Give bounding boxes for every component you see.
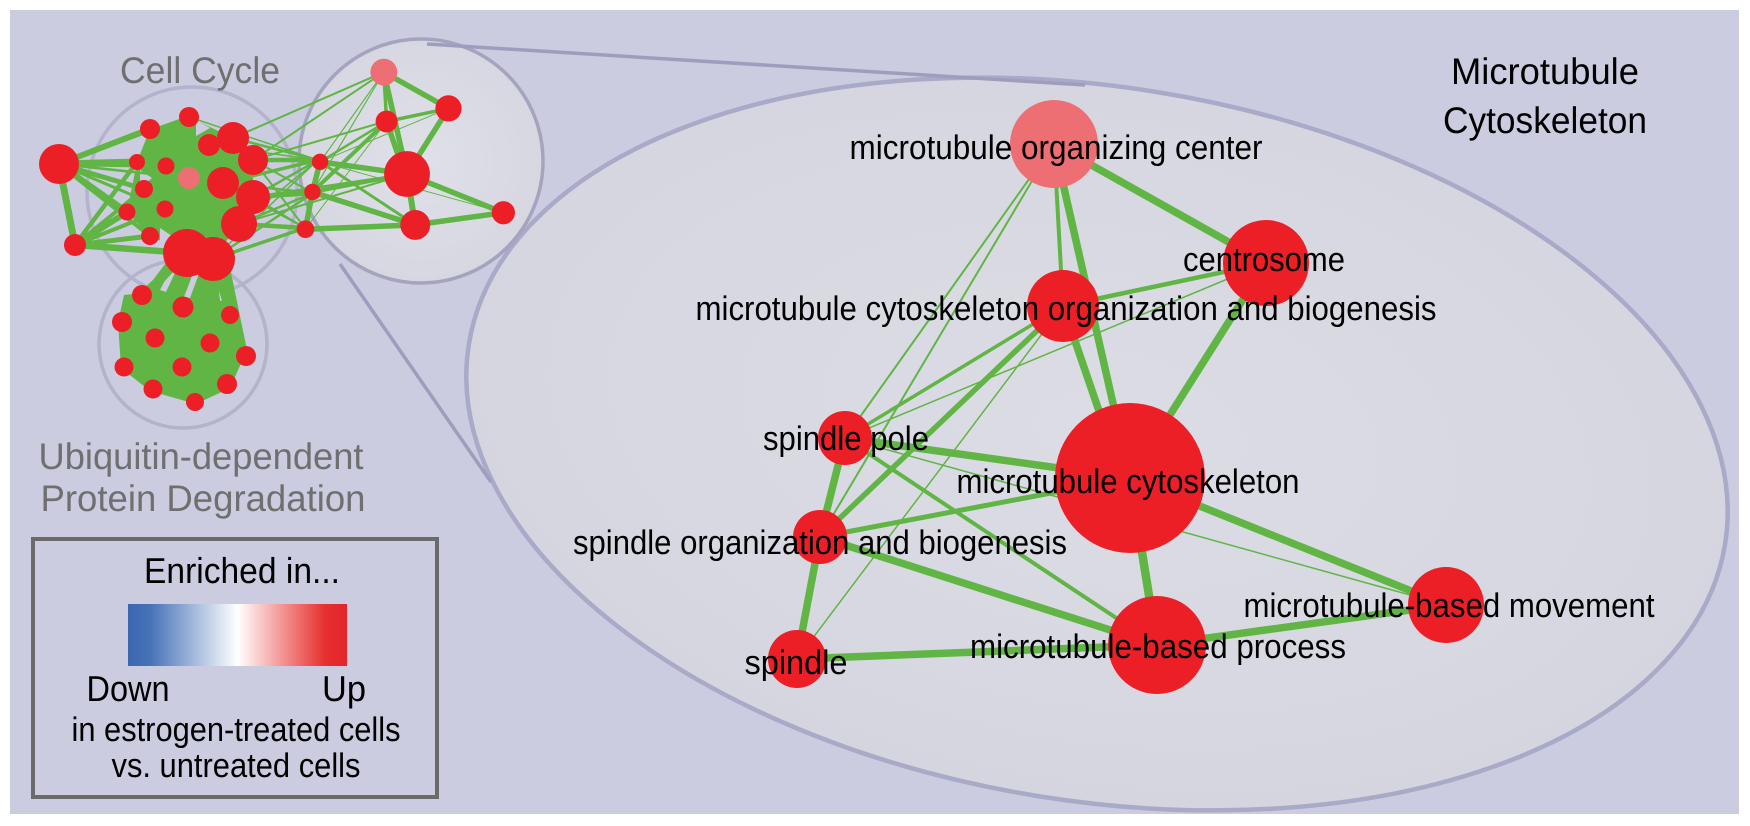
svg-text:microtubule-based process: microtubule-based process bbox=[970, 628, 1346, 666]
svg-text:centrosome: centrosome bbox=[1183, 241, 1345, 279]
svg-text:Protein Degradation: Protein Degradation bbox=[41, 478, 366, 519]
svg-text:Enriched in...: Enriched in... bbox=[144, 550, 340, 591]
svg-text:microtubule cytoskeleton organ: microtubule cytoskeleton organization an… bbox=[696, 290, 1437, 328]
svg-text:vs. untreated cells: vs. untreated cells bbox=[112, 747, 361, 785]
svg-text:Ubiquitin-dependent: Ubiquitin-dependent bbox=[39, 436, 365, 477]
svg-text:Down: Down bbox=[87, 668, 170, 709]
svg-text:spindle: spindle bbox=[745, 644, 848, 682]
svg-text:spindle organization and bioge: spindle organization and biogenesis bbox=[573, 524, 1067, 562]
svg-text:microtubule cytoskeleton: microtubule cytoskeleton bbox=[957, 463, 1300, 501]
svg-text:in estrogen-treated cells: in estrogen-treated cells bbox=[72, 711, 401, 749]
svg-text:spindle pole: spindle pole bbox=[763, 420, 929, 458]
svg-text:Cell Cycle: Cell Cycle bbox=[120, 50, 280, 91]
svg-text:microtubule organizing center: microtubule organizing center bbox=[850, 129, 1263, 167]
svg-text:Up: Up bbox=[322, 668, 366, 709]
svg-text:microtubule-based movement: microtubule-based movement bbox=[1244, 587, 1655, 625]
svg-text:Cytoskeleton: Cytoskeleton bbox=[1443, 100, 1647, 141]
svg-text:Microtubule: Microtubule bbox=[1451, 51, 1639, 92]
